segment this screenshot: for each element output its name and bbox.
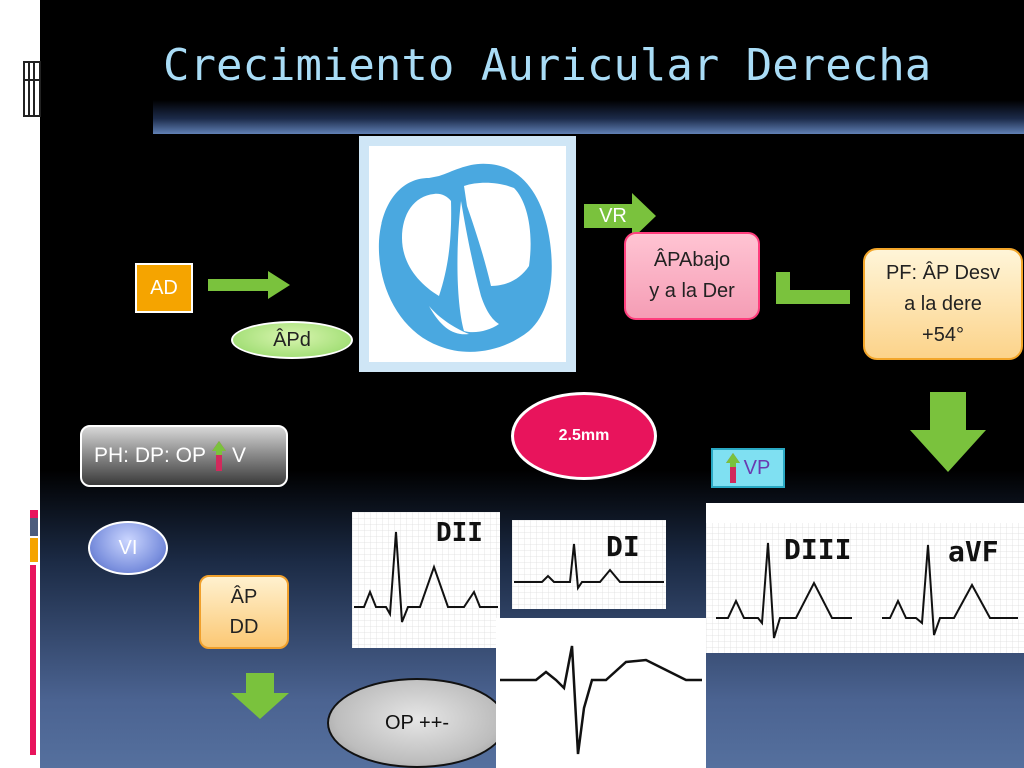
slide-title: Crecimiento Auricular Derecha [163, 40, 932, 91]
pf-box: PF: ÂP Desv a la dere +54° [863, 248, 1023, 360]
pf-line3: +54° [922, 323, 964, 346]
ap-abajo-line1: ÂPAbajo [653, 249, 731, 271]
ph-box: PH: DP: OP V [80, 425, 288, 487]
ecg-di-panel: DI [512, 520, 666, 609]
ecg-dii-label: DII [436, 518, 483, 548]
vp-box: VP [711, 448, 785, 488]
heart-picture-frame [359, 136, 576, 372]
up-arrow-icon [212, 441, 227, 471]
pf-line1: PF: ÂP Desv [885, 261, 1001, 284]
ap-dd-line1: ÂP [230, 586, 258, 608]
side-accent-orange [30, 538, 38, 562]
apd-ellipse: ÂPd [231, 321, 353, 359]
ecg-complex-panel [496, 618, 706, 768]
ecg-dii-trace [352, 512, 500, 648]
heart-cross-section-icon [378, 163, 552, 352]
ap-dd-line2: DD [229, 616, 259, 638]
bent-connector-icon [776, 272, 850, 304]
ecg-diii-avf-panel: DIII aVF [706, 503, 1024, 653]
ecg-diii-avf-trace [706, 523, 1024, 653]
ecg-avf-label: aVF [948, 535, 999, 568]
ap-abajo-box: ÂPAbajo y a la Der [624, 232, 760, 320]
side-accent-pink [30, 510, 38, 518]
vr-arrow-icon [584, 193, 656, 239]
ap-dd-box: ÂP DD [199, 575, 289, 649]
side-accent-bar [30, 565, 36, 755]
op-ellipse: OP ++- [327, 678, 507, 768]
ecg-complex-trace [500, 645, 702, 755]
ap-abajo-line2: y a la Der [649, 280, 735, 302]
ad-box: AD [135, 263, 193, 313]
vp-label: VP [743, 456, 771, 479]
ecg-diii-label: DIII [784, 533, 852, 566]
decorative-lines-icon [23, 61, 41, 117]
ecg-dii-panel: DII [352, 512, 500, 648]
ecg-di-trace [512, 520, 666, 609]
ecg-di-label: DI [606, 530, 640, 563]
arrow-right-icon [208, 271, 290, 299]
arrow-down-icon [910, 392, 986, 472]
up-arrow-icon [725, 453, 740, 483]
vr-label: VR [599, 204, 627, 227]
side-accent-slate [30, 518, 38, 536]
measure-ellipse: 2.5mm [511, 392, 657, 480]
ph-suffix: V [232, 444, 247, 467]
arrow-down-small-icon [231, 673, 289, 719]
vi-ellipse: VI [88, 521, 168, 575]
title-underline-bar [153, 100, 1024, 134]
pf-line2: a la dere [904, 292, 982, 315]
ph-prefix: PH: DP: OP [94, 444, 207, 467]
